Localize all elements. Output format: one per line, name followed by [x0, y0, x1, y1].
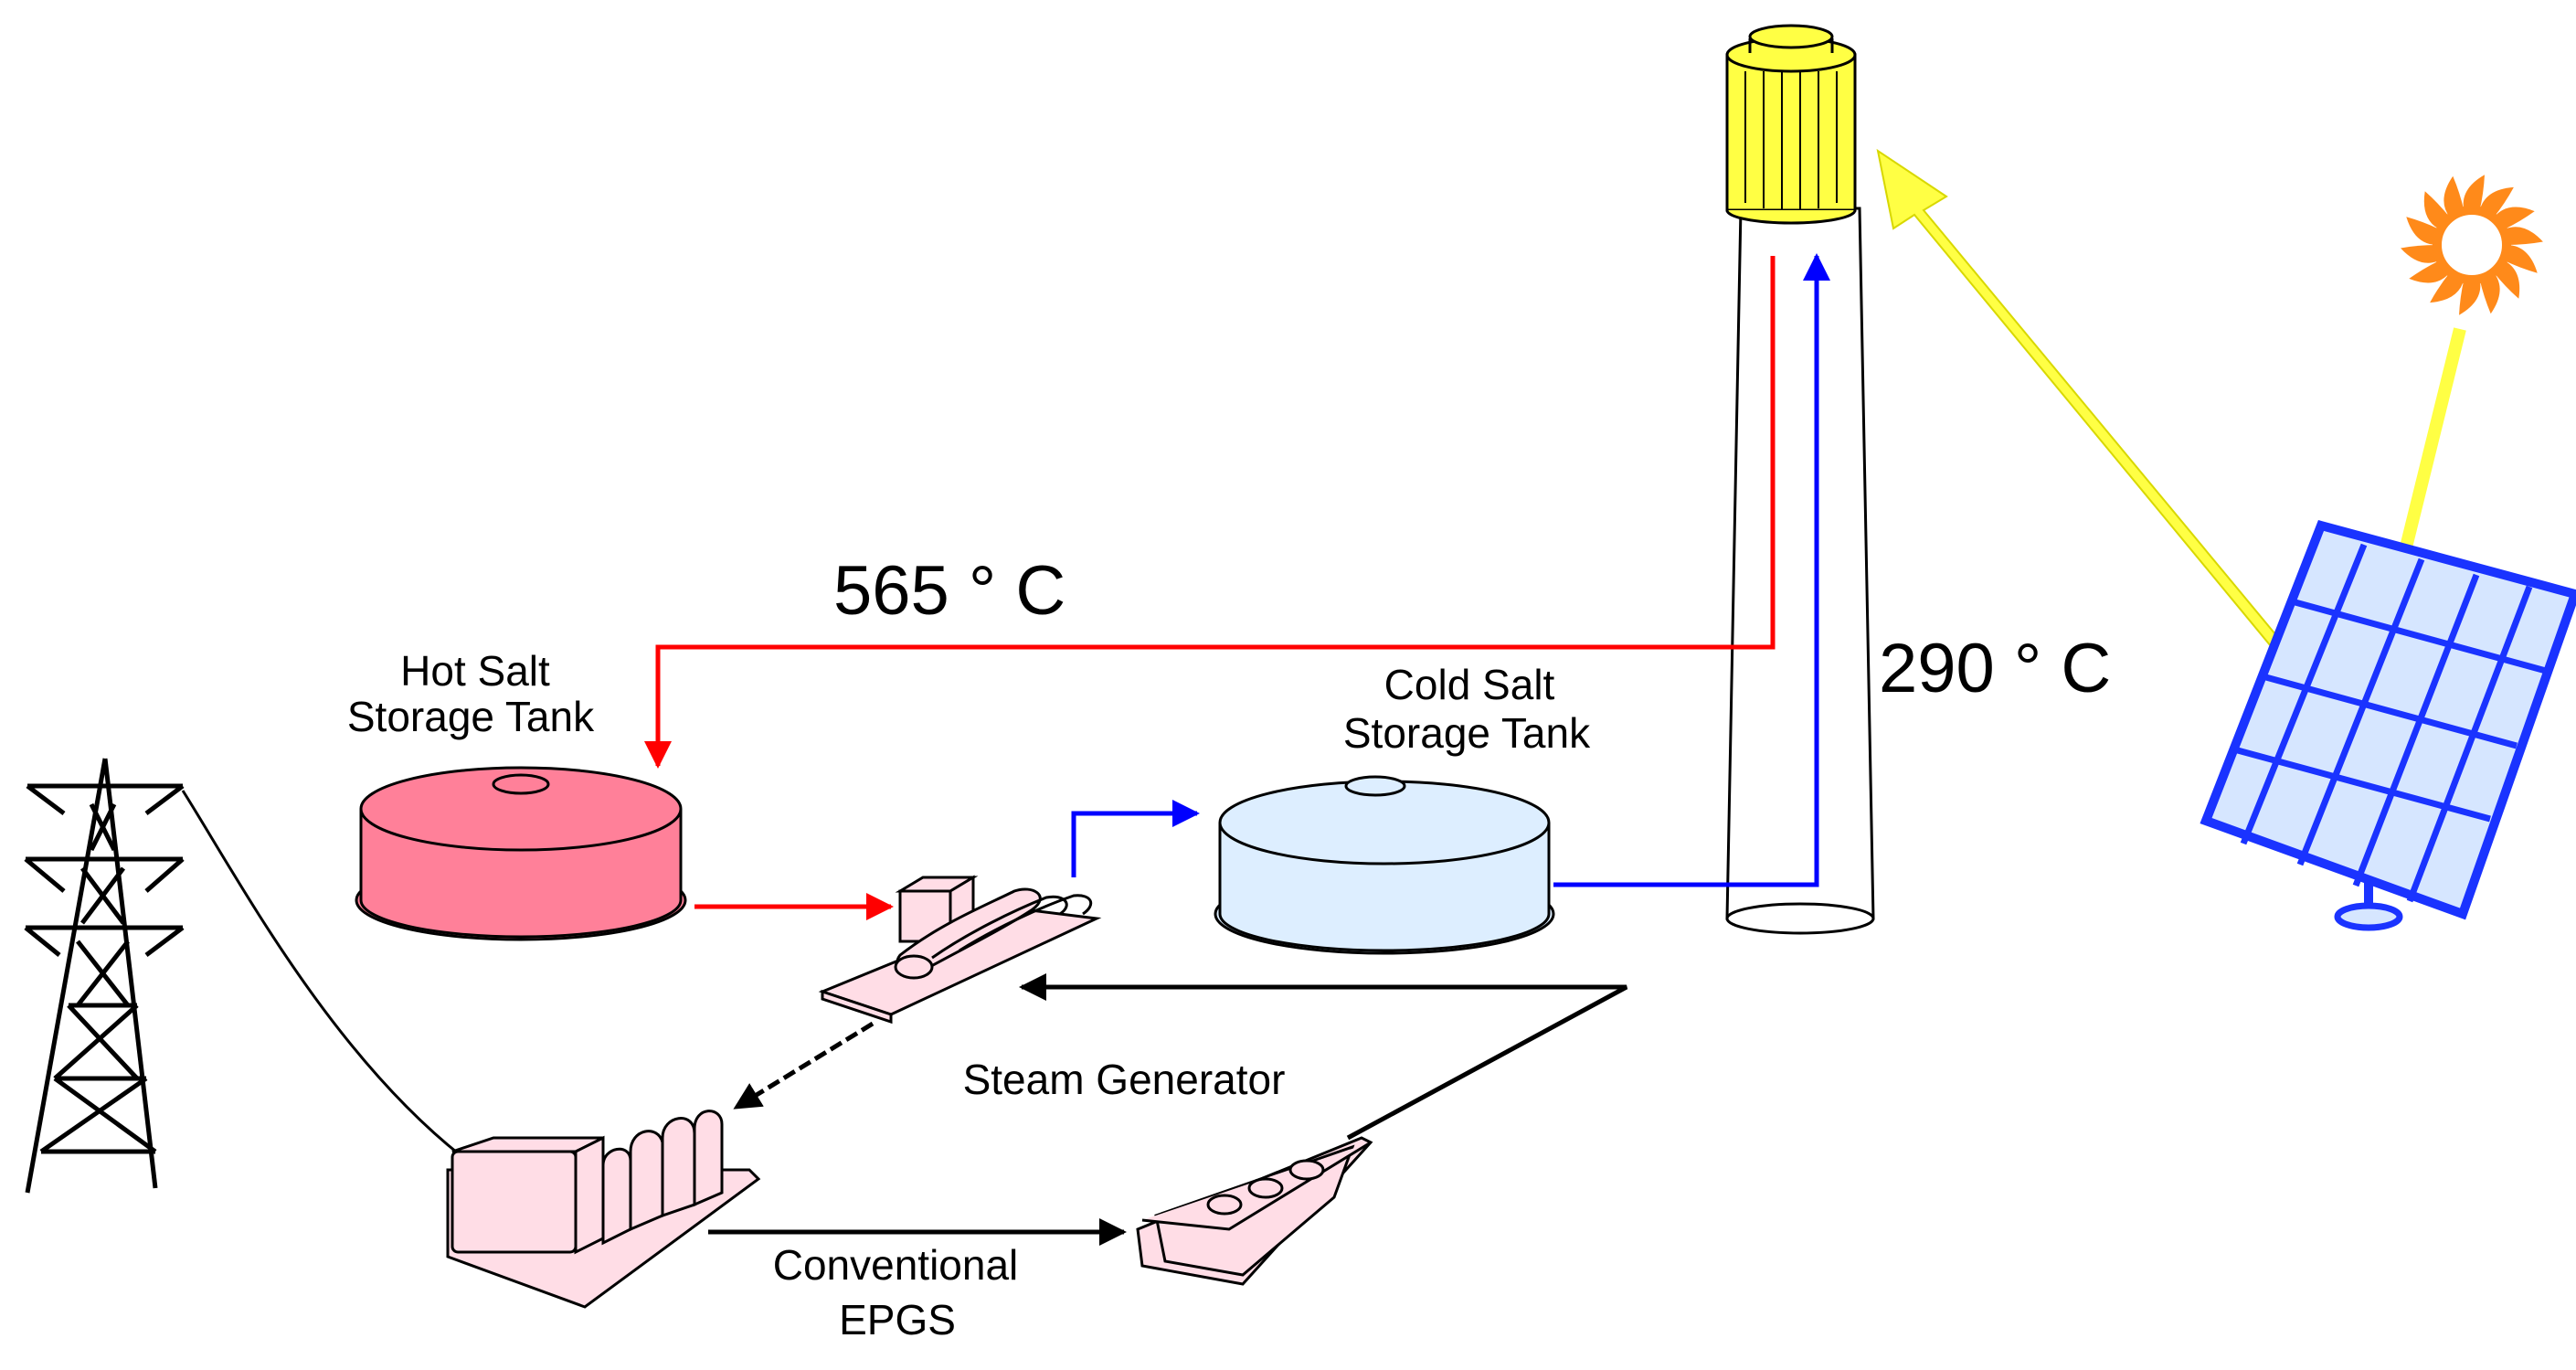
cold-salt-temperature: 290 ° C: [1879, 630, 2111, 707]
heliostat-icon: [2200, 520, 2576, 931]
hot-tank-label-line2: Storage Tank: [347, 693, 595, 740]
hot-salt-flow-line: [644, 256, 1776, 769]
receiver-tower-icon: [1725, 24, 1875, 935]
hot-salt-tank: [355, 766, 687, 941]
sun-ray: [2463, 175, 2485, 211]
sun-ray: [2406, 217, 2441, 245]
epgs-label-line1: Conventional: [773, 1241, 1019, 1289]
cold-salt-flow-line: [1553, 253, 1830, 887]
epgs-label-line2: EPGS: [839, 1296, 956, 1343]
sun-ray: [2503, 227, 2543, 245]
steam-generator: [818, 875, 1102, 1025]
cold-tank-label-line2: Storage Tank: [1343, 709, 1591, 757]
steam-generator-label: Steam Generator: [963, 1056, 1286, 1103]
steam-generator-to-cold-tank: [1071, 800, 1200, 877]
cold-tank-label-line1: Cold Salt: [1384, 661, 1555, 708]
steam-to-turbine-line: [733, 1021, 875, 1110]
hot-salt-temperature: 565 ° C: [833, 552, 1065, 630]
sun-icon: [2401, 175, 2543, 315]
condenser-to-steam-generator-line: [1019, 973, 1628, 1141]
sun-ray: [2401, 245, 2441, 263]
condenser-icon: [1136, 1136, 1373, 1286]
cold-salt-tank: [1214, 775, 1555, 955]
sun-ray: [2459, 279, 2481, 315]
sun-ray: [2443, 175, 2465, 218]
sun-ray: [2479, 271, 2500, 314]
sun-ray: [2503, 245, 2538, 273]
sun-ring: [2433, 206, 2511, 284]
transmission-tower-icon: [24, 758, 185, 1194]
turbine-icon: [446, 1110, 761, 1309]
hot-tank-label-line1: Hot Salt: [400, 647, 550, 695]
power-line: [181, 790, 462, 1158]
